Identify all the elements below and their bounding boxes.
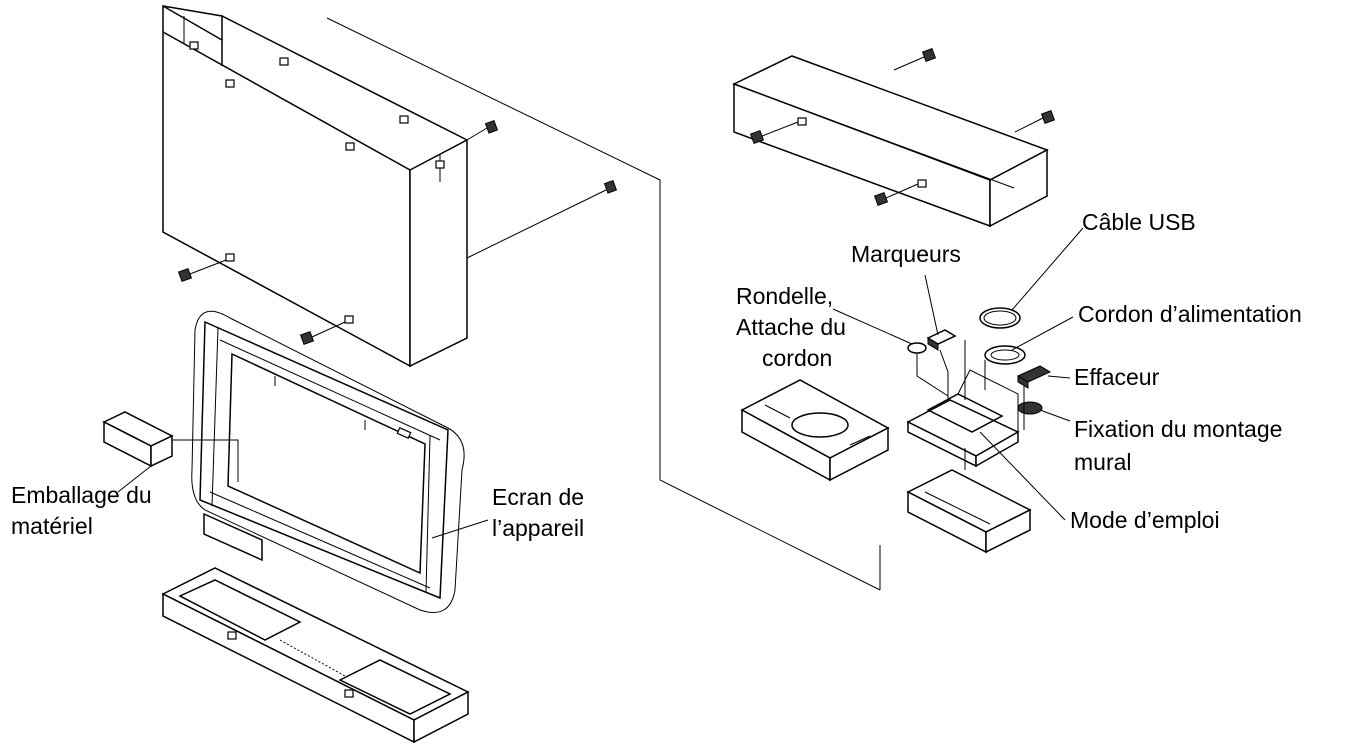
exploded-view-guide-line xyxy=(326,17,881,591)
label-cordon-alimentation: Cordon d’alimentation xyxy=(1078,301,1302,327)
label-cable-usb: Câble USB xyxy=(1082,209,1196,235)
leader-cordon xyxy=(1011,316,1074,351)
power-cord-coil xyxy=(984,345,1026,365)
leader-mode-emploi xyxy=(979,431,1066,521)
outer-carton-large xyxy=(162,4,618,368)
label-fixation-line2: mural xyxy=(1074,449,1132,475)
label-marqueurs: Marqueurs xyxy=(851,241,961,267)
label-ecran-line1: Ecran de xyxy=(492,484,584,510)
label-rondelle-line2: Attache du xyxy=(736,314,846,340)
foam-insert-left xyxy=(740,379,890,482)
leader-effaceur xyxy=(1047,375,1071,379)
leader-cable-usb xyxy=(1011,227,1084,311)
label-ecran-line2: l’appareil xyxy=(492,515,584,541)
markers-item xyxy=(926,329,957,351)
wall-mount-fixture-item xyxy=(1017,401,1043,415)
label-fixation-line1: Fixation du montage xyxy=(1074,416,1282,442)
washer-item xyxy=(907,342,927,354)
leader-ecran xyxy=(431,519,489,539)
leader-fixation xyxy=(1039,409,1071,422)
leader-marqueurs xyxy=(924,274,939,336)
label-rondelle-line3: cordon xyxy=(762,345,832,371)
accessory-tray xyxy=(906,369,1032,554)
device-screen-frame xyxy=(170,310,465,613)
leader-rondelle xyxy=(832,308,913,345)
label-rondelle-line1: Rondelle, xyxy=(736,283,833,309)
usb-cable-coil xyxy=(979,307,1021,329)
hardware-package xyxy=(102,411,174,493)
label-mode-emploi: Mode d’emploi xyxy=(1070,507,1220,533)
label-effaceur: Effaceur xyxy=(1074,364,1160,390)
label-emballage-line1: Emballage du xyxy=(11,482,152,508)
bottom-tray xyxy=(161,567,470,744)
label-emballage-line2: matériel xyxy=(11,513,93,539)
accessory-carton xyxy=(732,47,1056,228)
eraser-item xyxy=(1016,365,1052,389)
